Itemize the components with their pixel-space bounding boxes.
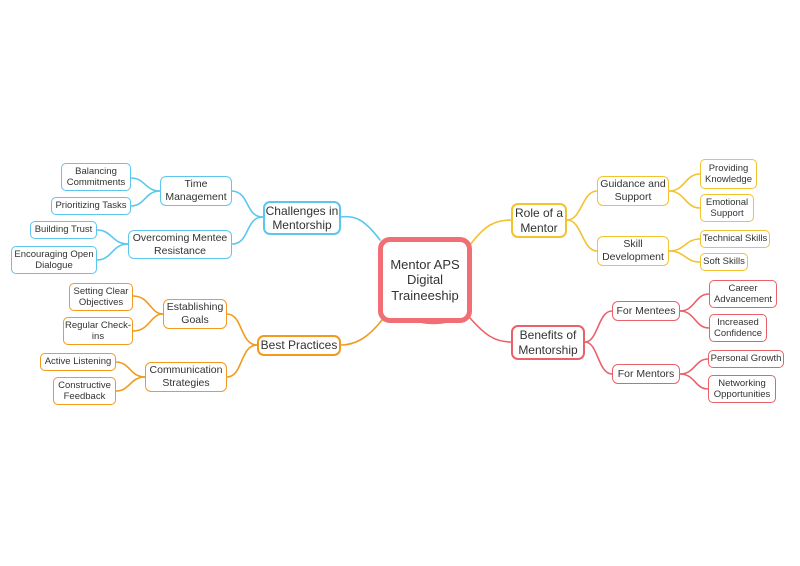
topic-for-mentees[interactable]: For Mentees [612,301,680,321]
benefits-connectors [469,293,710,390]
practices-connectors [115,295,383,392]
topic-overcoming-resistance[interactable]: Overcoming Mentee Resistance [128,230,232,259]
topic-time-management[interactable]: Time Management [160,176,232,206]
topic-establishing-goals[interactable]: Establishing Goals [163,299,227,329]
branch-benefits[interactable]: Benefits of Mentorship [511,325,585,360]
branch-role[interactable]: Role of a Mentor [511,203,567,238]
item-providing-knowledge[interactable]: Providing Knowledge [700,159,757,189]
item-soft-skills[interactable]: Soft Skills [700,253,748,271]
item-prioritizing-tasks[interactable]: Prioritizing Tasks [51,197,131,215]
item-constructive-feedback[interactable]: Constructive Feedback [53,377,116,405]
topic-for-mentors[interactable]: For Mentors [612,364,680,384]
item-career-advancement[interactable]: Career Advancement [709,280,777,308]
branch-best-practices[interactable]: Best Practices [257,335,341,356]
item-personal-growth[interactable]: Personal Growth [708,350,784,368]
challenges-connectors [96,177,381,261]
item-emotional-support[interactable]: Emotional Support [700,194,754,222]
item-setting-clear-objectives[interactable]: Setting Clear Objectives [69,283,133,311]
topic-guidance-support[interactable]: Guidance and Support [597,176,669,206]
item-active-listening[interactable]: Active Listening [40,353,116,371]
topic-communication-strategies[interactable]: Communication Strategies [145,362,227,392]
item-encouraging-open-dialogue[interactable]: Encouraging Open Dialogue [11,246,97,274]
branch-challenges[interactable]: Challenges in Mentorship [263,201,341,235]
item-networking-opportunities[interactable]: Networking Opportunities [708,375,776,403]
role-connectors [469,173,701,263]
topic-skill-development[interactable]: Skill Development [597,236,669,266]
item-technical-skills[interactable]: Technical Skills [700,230,770,248]
item-regular-check-ins[interactable]: Regular Check-ins [63,317,133,345]
central-topic[interactable]: Mentor APS Digital Traineeship [378,237,472,323]
item-balancing-commitments[interactable]: Balancing Commitments [61,163,131,191]
item-increased-confidence[interactable]: Increased Confidence [709,314,767,342]
item-building-trust[interactable]: Building Trust [30,221,97,239]
